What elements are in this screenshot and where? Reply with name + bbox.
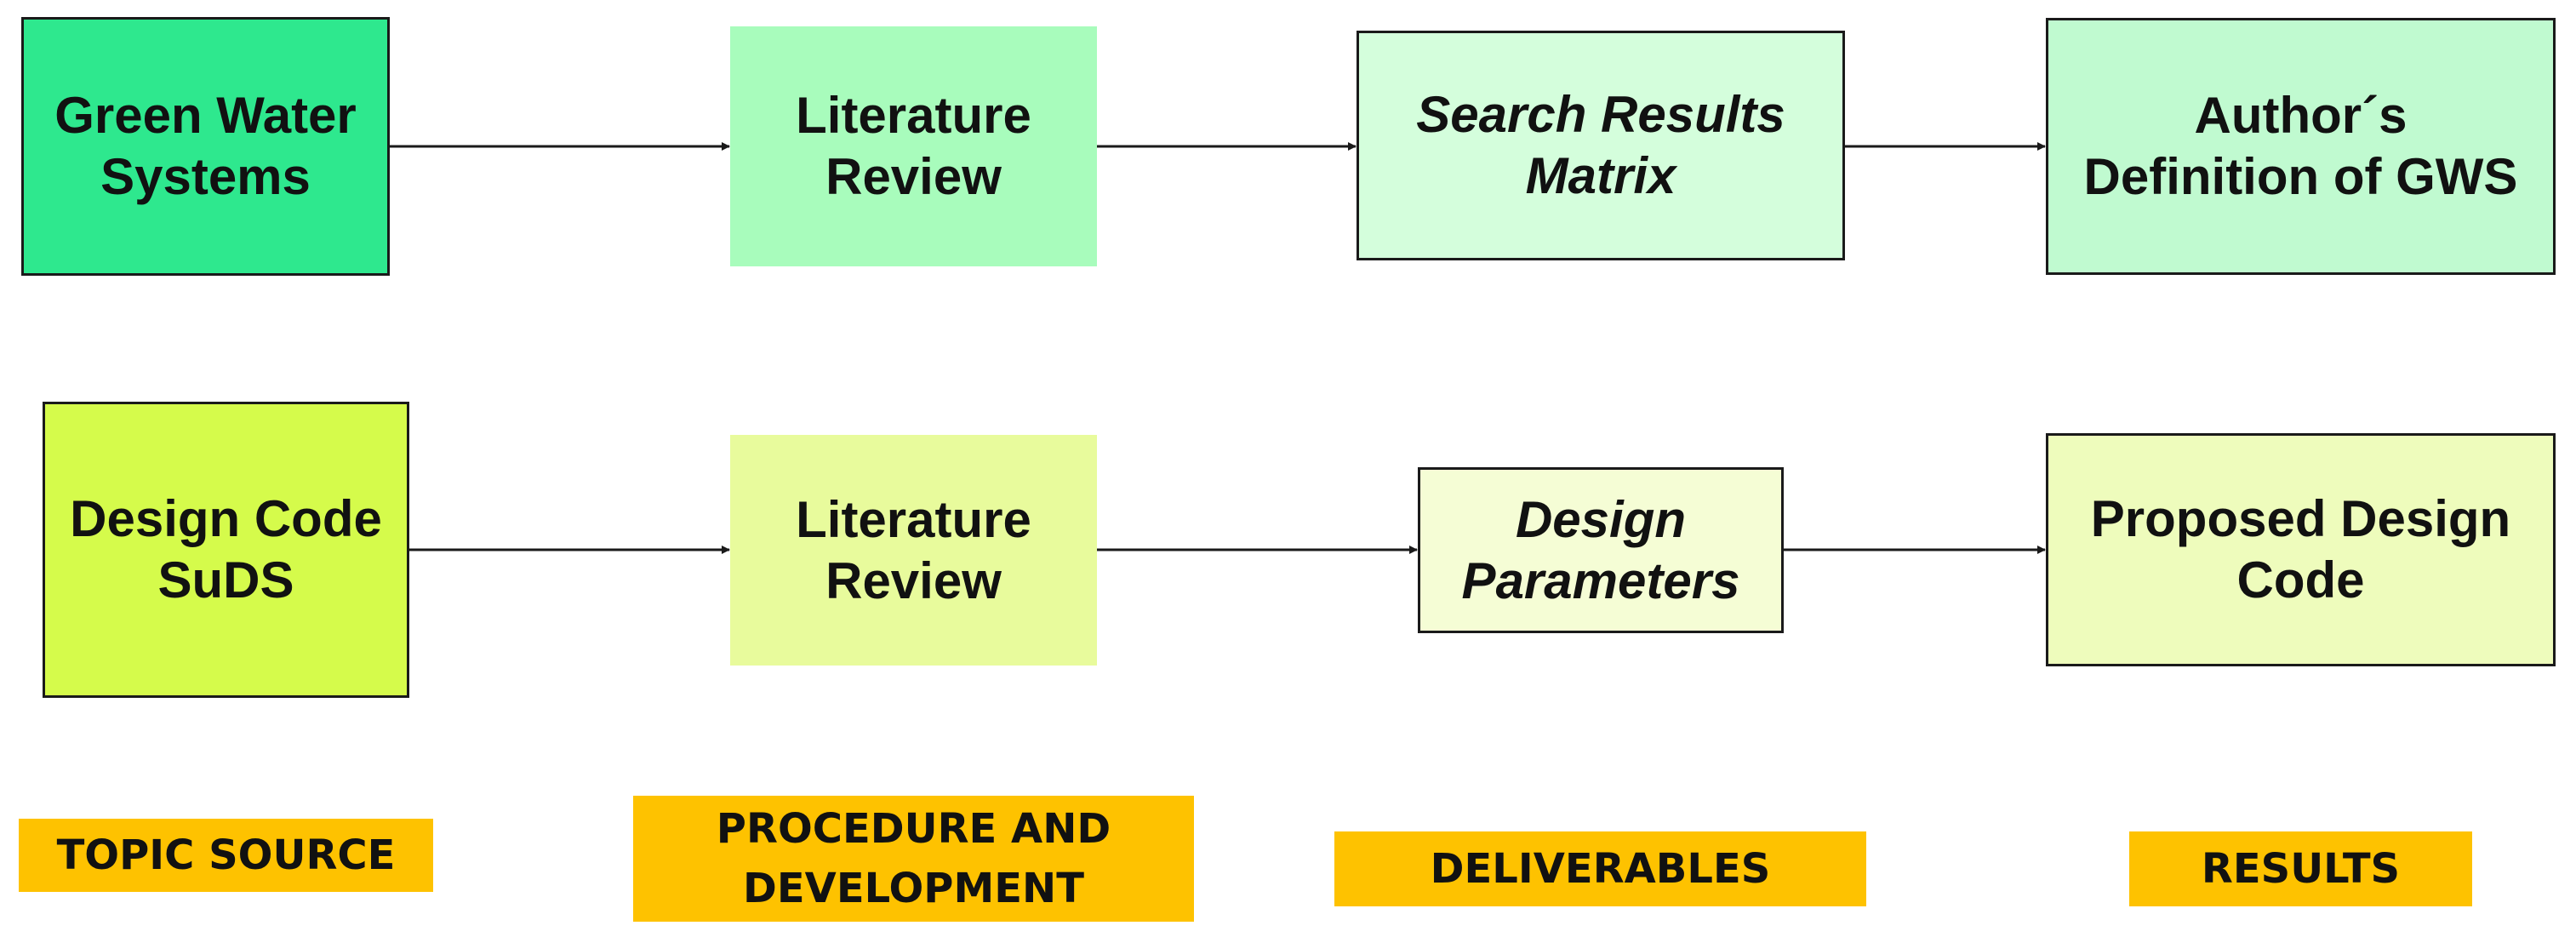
- column-label-results: RESULTS: [2129, 831, 2472, 906]
- node-line: Design: [1515, 490, 1687, 548]
- label-line: RESULTS: [2201, 845, 2401, 893]
- node-line: Proposed Design: [2090, 490, 2511, 547]
- node-line: Literature: [796, 87, 1031, 144]
- node-line: Author´s: [2194, 87, 2408, 144]
- node-line: Matrix: [1525, 147, 1676, 204]
- node-line: Literature: [796, 490, 1031, 548]
- node-literature-review-top: Literature Review: [730, 26, 1097, 266]
- node-line: Code: [2236, 551, 2365, 608]
- node-line: Green Water: [54, 87, 357, 144]
- node-design-code-suds: Design Code SuDS: [43, 402, 409, 698]
- column-label-topic-source: TOPIC SOURCE: [19, 819, 433, 892]
- label-line: PROCEDURE AND: [716, 805, 1111, 853]
- column-label-deliverables: DELIVERABLES: [1334, 831, 1866, 906]
- node-line: Review: [825, 148, 1002, 205]
- node-line: Review: [825, 551, 1002, 609]
- node-literature-review-bottom: Literature Review: [730, 435, 1097, 666]
- node-line: Parameters: [1461, 551, 1740, 609]
- label-line: DELIVERABLES: [1430, 845, 1771, 893]
- node-line: Search Results: [1416, 86, 1785, 143]
- node-green-water-systems: Green Water Systems: [21, 17, 390, 276]
- node-line: Design Code: [70, 490, 382, 547]
- node-proposed-design-code: Proposed Design Code: [2046, 433, 2556, 666]
- node-search-results-matrix: Search Results Matrix: [1357, 31, 1845, 260]
- node-authors-definition-of-gws: Author´s Definition of GWS: [2046, 18, 2556, 275]
- column-label-procedure-and-development: PROCEDURE AND DEVELOPMENT: [633, 796, 1194, 922]
- node-design-parameters: Design Parameters: [1418, 467, 1784, 633]
- node-line: Definition of GWS: [2083, 148, 2518, 205]
- node-line: Systems: [100, 148, 311, 205]
- node-line: SuDS: [157, 551, 294, 608]
- label-line: DEVELOPMENT: [743, 865, 1084, 912]
- label-line: TOPIC SOURCE: [56, 831, 396, 879]
